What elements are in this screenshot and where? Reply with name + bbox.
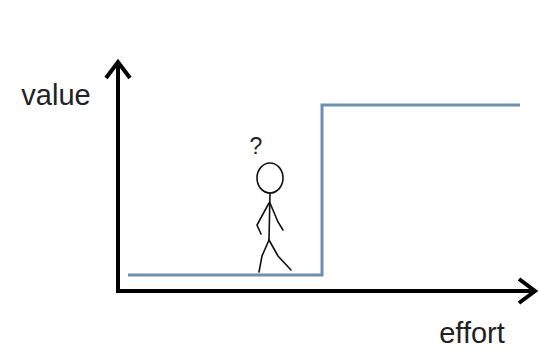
y-axis <box>106 62 130 291</box>
question-mark: ? <box>250 135 263 158</box>
axis-label: effort <box>439 319 505 348</box>
x-axis <box>116 279 535 303</box>
stick-figure <box>257 163 291 272</box>
step-curve <box>128 105 520 275</box>
axis-label: value <box>21 81 90 110</box>
